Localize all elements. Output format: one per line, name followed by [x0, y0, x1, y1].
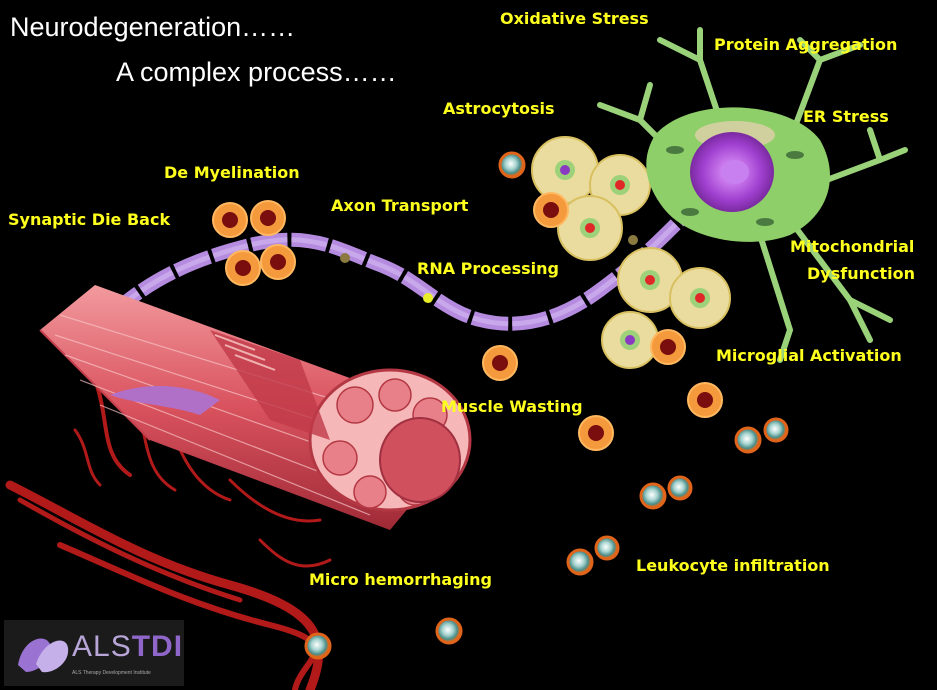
label-protein-aggregation: Protein Aggregation — [714, 35, 897, 54]
muscle-fiber — [40, 285, 470, 530]
label-dysfunction: Dysfunction — [807, 264, 915, 283]
label-muscle-wasting: Muscle Wasting — [441, 397, 583, 416]
label-microglial-activation: Microglial Activation — [716, 346, 902, 365]
logo-als: ALS — [72, 630, 132, 663]
label-axon-transport: Axon Transport — [331, 196, 468, 215]
label-leukocyte-infiltration: Leukocyte infiltration — [636, 556, 830, 575]
logo-subtitle: ALS Therapy Development Institute — [72, 670, 151, 676]
label-synaptic-die-back: Synaptic Die Back — [8, 210, 170, 229]
logo-tdi: TDI — [132, 630, 183, 663]
label-rna-processing: RNA Processing — [417, 259, 559, 278]
alstdi-logo: ALSTDI ALS Therapy Development Institute — [4, 620, 184, 686]
label-oxidative-stress: Oxidative Stress — [500, 9, 649, 28]
label-micro-hemorrhaging: Micro hemorrhaging — [309, 570, 492, 589]
title-line-1: Neurodegeneration…… — [10, 12, 295, 43]
logo-wordmark: ALSTDI — [72, 630, 183, 664]
label-mitochondrial: Mitochondrial — [790, 237, 914, 256]
label-astrocytosis: Astrocytosis — [443, 99, 555, 118]
title-line-2: A complex process…… — [116, 57, 397, 88]
label-de-myelination: De Myelination — [164, 163, 300, 182]
label-er-stress: ER Stress — [803, 107, 889, 126]
